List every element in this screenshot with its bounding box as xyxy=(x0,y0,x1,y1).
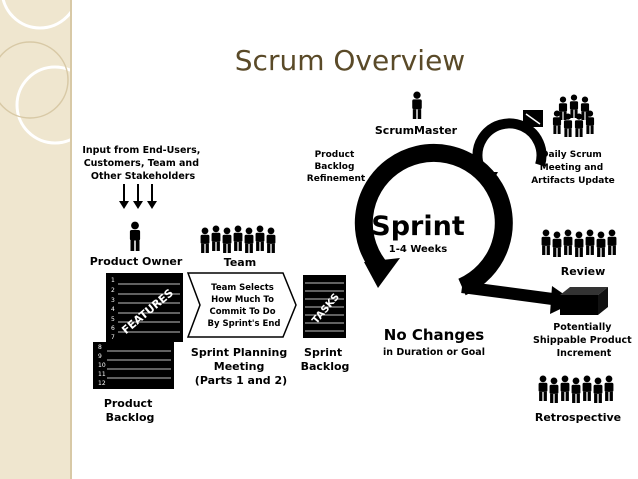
increment-line-2: Shippable Product xyxy=(533,335,632,346)
input-arrows-icon xyxy=(119,184,157,209)
sidebar-divider xyxy=(70,0,72,479)
svg-text:Sprint Planning Meeting: Sprint Planning Meeting (Parts 1 and 2) xyxy=(191,346,291,387)
shippable-box-icon xyxy=(560,287,608,315)
backlog-number: 6 xyxy=(111,325,115,332)
backlog-number: 2 xyxy=(111,287,115,294)
input-text-line-2: Customers, Team and xyxy=(84,158,199,169)
monitor-icon xyxy=(523,110,543,127)
product-backlog-stack: 1 2 3 4 5 6 7 8 9 10 11 12 FEATURES xyxy=(93,273,183,389)
daily-scrum-group-icon xyxy=(552,94,595,137)
refinement-line-1: Product xyxy=(315,150,355,160)
backlog-number: 4 xyxy=(111,306,115,313)
team-icon xyxy=(200,225,276,253)
increment-line-3: Increment xyxy=(557,348,612,359)
svg-text:Daily Scrum Meeting and: Daily Scrum Meeting and Artifacts Update xyxy=(531,150,615,186)
daily-scrum-line-3: Artifacts Update xyxy=(531,176,615,186)
backlog-number: 11 xyxy=(98,371,106,378)
svg-text:Team Selects How Much To: Team Selects How Much To Commit To Do By… xyxy=(208,283,281,329)
backlog-number: 12 xyxy=(98,380,106,387)
slide-title: Scrum Overview xyxy=(234,44,466,77)
backlog-number: 1 xyxy=(111,277,115,284)
product-backlog-label-line-1: Product xyxy=(104,397,153,410)
team-selects-line-3: Commit To Do xyxy=(209,307,275,317)
no-changes-sub: in Duration or Goal xyxy=(383,347,485,358)
backlog-number: 5 xyxy=(111,316,115,323)
daily-scrum-line-2: Meeting and xyxy=(540,163,603,173)
team-selects-arrow xyxy=(186,272,297,338)
svg-text:Potentially Shippable Pr: Potentially Shippable Product Increment xyxy=(533,322,635,359)
input-text-line-1: Input from End-Users, xyxy=(82,145,200,156)
product-owner-label: Product Owner xyxy=(90,255,183,268)
review-label: Review xyxy=(561,265,606,278)
svg-text:Sprint Backlog: Sprint Backlog xyxy=(301,346,350,373)
input-text-line-3: Other Stakeholders xyxy=(91,171,196,182)
increment-line-1: Potentially xyxy=(553,322,612,333)
review-group-icon xyxy=(541,229,617,257)
sprint-label: Sprint xyxy=(371,211,465,242)
sprint-duration: 1-4 Weeks xyxy=(389,244,447,255)
backlog-number: 3 xyxy=(111,297,115,304)
refinement-line-2: Backlog xyxy=(314,162,354,172)
team-selects-line-2: How Much To xyxy=(211,295,274,305)
sprint-planning-line-3: (Parts 1 and 2) xyxy=(195,374,287,387)
decorative-sidebar xyxy=(0,0,95,479)
product-backlog-label-line-2: Backlog xyxy=(106,411,155,424)
refinement-line-3: Refinement xyxy=(307,174,366,184)
backlog-number: 7 xyxy=(111,334,115,341)
backlog-number: 10 xyxy=(98,362,106,369)
svg-text:Product Backlog Re: Product Backlog Refinement xyxy=(307,150,366,184)
backlog-number: 8 xyxy=(98,344,102,351)
svg-text:Product Backlog: Product Backlog xyxy=(104,397,156,424)
scrummaster-icon xyxy=(412,91,422,119)
sprint-backlog-line-2: Backlog xyxy=(301,360,350,373)
sprint-planning-line-1: Sprint Planning xyxy=(191,346,287,359)
team-selects-line-4: By Sprint's End xyxy=(208,319,281,329)
no-changes-label: No Changes xyxy=(384,326,484,344)
sprint-planning-line-2: Meeting xyxy=(214,360,265,373)
scrummaster-label: ScrumMaster xyxy=(375,124,458,137)
svg-text:Input from End-Users, Cu: Input from End-Users, Customers, Team an… xyxy=(82,145,203,182)
retrospective-group-icon xyxy=(538,375,614,403)
sprint-backlog-stack: TASKS xyxy=(303,275,346,338)
team-selects-line-1: Team Selects xyxy=(211,283,274,293)
backlog-number: 9 xyxy=(98,353,102,360)
retrospective-label: Retrospective xyxy=(535,411,621,424)
daily-scrum-line-1: Daily Scrum xyxy=(541,150,602,160)
product-owner-icon xyxy=(129,221,141,251)
sprint-backlog-line-1: Sprint xyxy=(304,346,342,359)
sprint-cycle-arrow xyxy=(354,118,575,314)
team-label: Team xyxy=(224,256,256,269)
